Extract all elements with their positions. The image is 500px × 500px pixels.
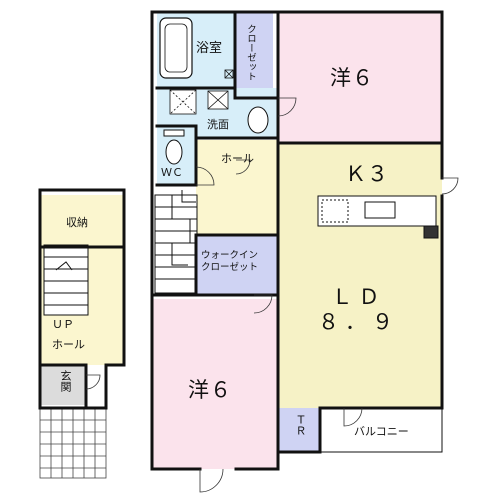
closet-top-fill <box>235 12 273 98</box>
ldk-fill <box>278 143 442 408</box>
walk-in-closet-line1: ウォークイン <box>201 250 259 261</box>
ld-line2: ８．９ <box>318 310 399 334</box>
bathtub <box>159 17 193 79</box>
balcony-outline <box>319 407 443 453</box>
stairs-upper <box>154 190 198 294</box>
entrance-label: 玄関 <box>59 370 72 392</box>
porch-grid <box>39 407 107 479</box>
toilet-bowl <box>165 139 183 165</box>
balcony-label: バルコニー <box>354 425 409 438</box>
western-room-top-label: 洋６ <box>330 66 374 90</box>
toilet-tank <box>163 129 185 137</box>
western-room-top-fill <box>278 12 442 143</box>
toilet-label: ＷＣ <box>161 166 183 179</box>
ld-line1: ＬＤ <box>331 285 386 309</box>
kitchen-label: Ｋ３ <box>345 162 389 186</box>
up-label: ＵＰ <box>52 318 74 331</box>
stairs-lower <box>43 244 89 316</box>
walk-in-closet-line2: クローゼット <box>201 262 259 273</box>
washing-machine-space <box>169 89 197 115</box>
washroom-label: 洗面 <box>207 118 229 131</box>
washbasin-cabinet <box>207 90 229 110</box>
western-room-bottom-fill <box>152 299 278 469</box>
trunk-room-fill <box>278 408 320 452</box>
ld-label: ＬＤ ８．９ <box>318 285 399 335</box>
door-swings <box>85 97 459 493</box>
hall-lower-label: ホール <box>52 338 85 351</box>
walk-in-closet-label: ウォークイン クローゼット <box>201 250 258 274</box>
kitchen-counter <box>317 195 439 239</box>
hall-upper-label: ホール <box>221 152 254 165</box>
bathroom-label: 浴室 <box>196 41 223 56</box>
bathtub-inner <box>164 23 188 73</box>
hall-upper-fill <box>196 140 278 235</box>
walk-in-closet-fill <box>196 235 278 295</box>
storage-fill <box>40 195 124 247</box>
trunk-room-label: ＴＲ <box>294 414 307 436</box>
washbasin <box>247 106 269 134</box>
storage-label: 収納 <box>66 216 88 229</box>
entrance-fill <box>40 365 86 405</box>
bath-drain <box>224 69 234 79</box>
western-room-bottom-label: 洋６ <box>188 378 232 402</box>
closet-label: クローゼット <box>245 24 256 81</box>
